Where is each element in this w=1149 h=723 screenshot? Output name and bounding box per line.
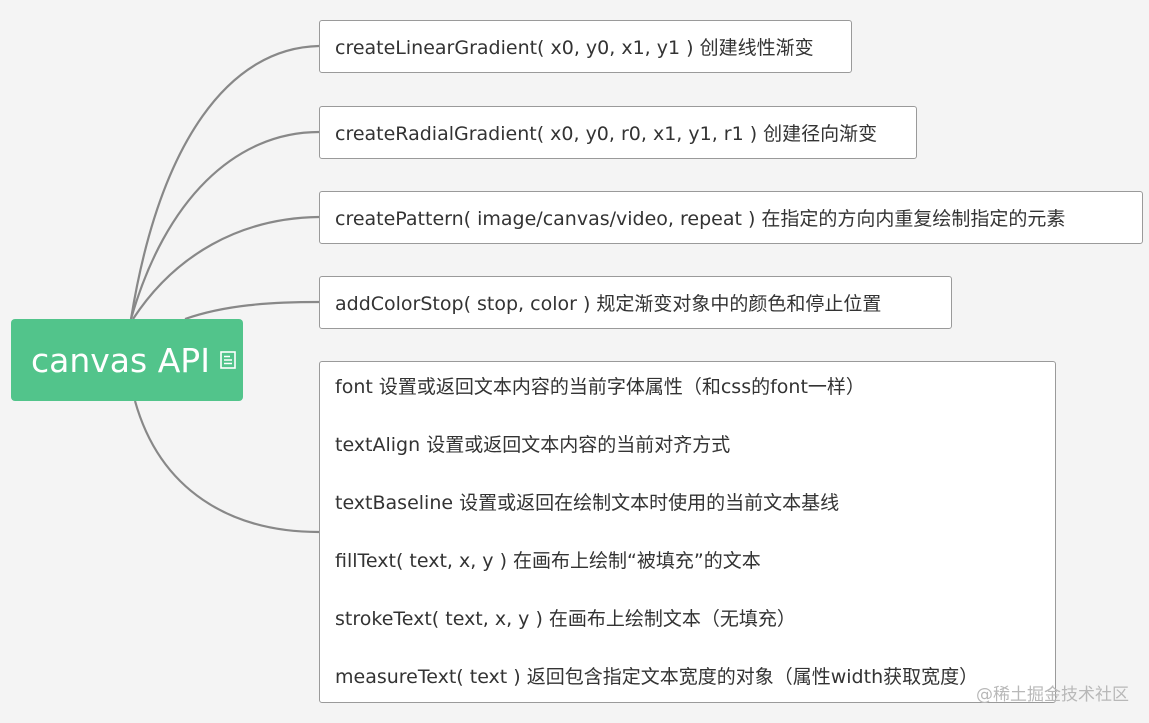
topic-node-add-color-stop[interactable]: addColorStop( stop, color ) 规定渐变对象中的颜色和停… bbox=[319, 276, 952, 329]
root-node-label: canvas API bbox=[31, 340, 210, 380]
text-line-font: font 设置或返回文本内容的当前字体属性（和css的font一样） bbox=[335, 376, 865, 398]
watermark: @稀土掘金技术社区 bbox=[976, 685, 1129, 705]
text-line-measure-text: measureText( text ) 返回包含指定文本宽度的对象（属性widt… bbox=[335, 666, 979, 688]
text-line-fill-text: fillText( text, x, y ) 在画布上绘制“被填充”的文本 bbox=[335, 550, 761, 572]
text-line-stroke-text: strokeText( text, x, y ) 在画布上绘制文本（无填充） bbox=[335, 608, 796, 630]
topic-node-create-linear-gradient[interactable]: createLinearGradient( x0, y0, x1, y1 ) 创… bbox=[319, 20, 852, 73]
topic-node-label: createPattern( image/canvas/video, repea… bbox=[335, 208, 1066, 230]
text-line-text-baseline: textBaseline 设置或返回在绘制文本时使用的当前文本基线 bbox=[335, 492, 840, 514]
text-line-text-align: textAlign 设置或返回文本内容的当前对齐方式 bbox=[335, 434, 731, 456]
topic-node-create-radial-gradient[interactable]: createRadialGradient( x0, y0, r0, x1, y1… bbox=[319, 106, 917, 159]
topic-node-text-api[interactable]: font 设置或返回文本内容的当前字体属性（和css的font一样） textA… bbox=[319, 361, 1056, 703]
root-node[interactable]: canvas API bbox=[11, 319, 243, 401]
connector-node-2 bbox=[129, 130, 320, 320]
connector-node-1 bbox=[129, 44, 320, 320]
connector-node-5 bbox=[133, 400, 320, 534]
topic-node-label: addColorStop( stop, color ) 规定渐变对象中的颜色和停… bbox=[335, 293, 882, 315]
connector-node-3 bbox=[132, 215, 320, 320]
connector-node-4 bbox=[184, 300, 320, 321]
topic-node-label: createLinearGradient( x0, y0, x1, y1 ) 创… bbox=[335, 37, 814, 59]
topic-node-label: createRadialGradient( x0, y0, r0, x1, y1… bbox=[335, 123, 878, 145]
topic-node-create-pattern[interactable]: createPattern( image/canvas/video, repea… bbox=[319, 191, 1143, 244]
note-icon[interactable] bbox=[220, 351, 236, 369]
